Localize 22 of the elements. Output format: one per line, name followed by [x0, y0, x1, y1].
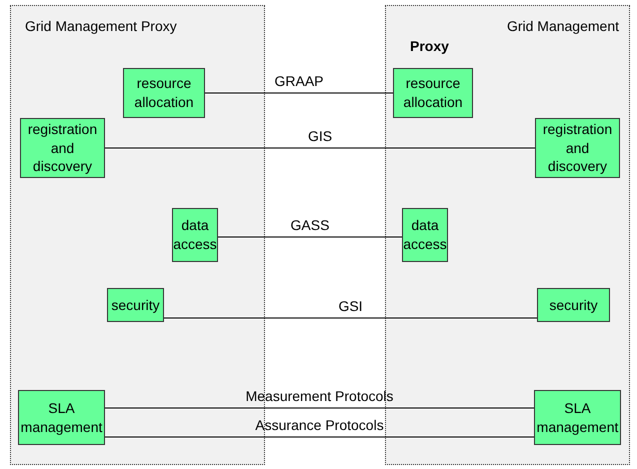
process-box: resource allocation — [123, 68, 205, 118]
edge-label: GASS — [290, 217, 330, 233]
process-box: registration and discovery — [20, 118, 105, 178]
process-box: data access — [402, 208, 448, 262]
panel-heading: Proxy — [410, 38, 449, 54]
process-box: SLA management — [534, 390, 621, 445]
edge-label: Measurement Protocols — [246, 388, 394, 404]
connector-line — [104, 436, 534, 438]
panel-heading: Grid Management — [506, 18, 619, 34]
process-box: security — [537, 288, 610, 322]
process-box: data access — [172, 208, 218, 262]
process-box: SLA management — [18, 390, 105, 445]
connector-line — [204, 92, 394, 94]
edge-label: GIS — [308, 128, 332, 144]
connector-line — [218, 236, 402, 238]
panel-heading: Grid Management Proxy — [25, 18, 177, 34]
edge-label: GSI — [338, 298, 363, 314]
edge-label: Assurance Protocols — [255, 417, 384, 433]
process-box: security — [107, 288, 164, 322]
process-box: resource allocation — [393, 68, 473, 118]
process-box: registration and discovery — [535, 118, 620, 178]
edge-label: GRAAP — [274, 73, 324, 89]
